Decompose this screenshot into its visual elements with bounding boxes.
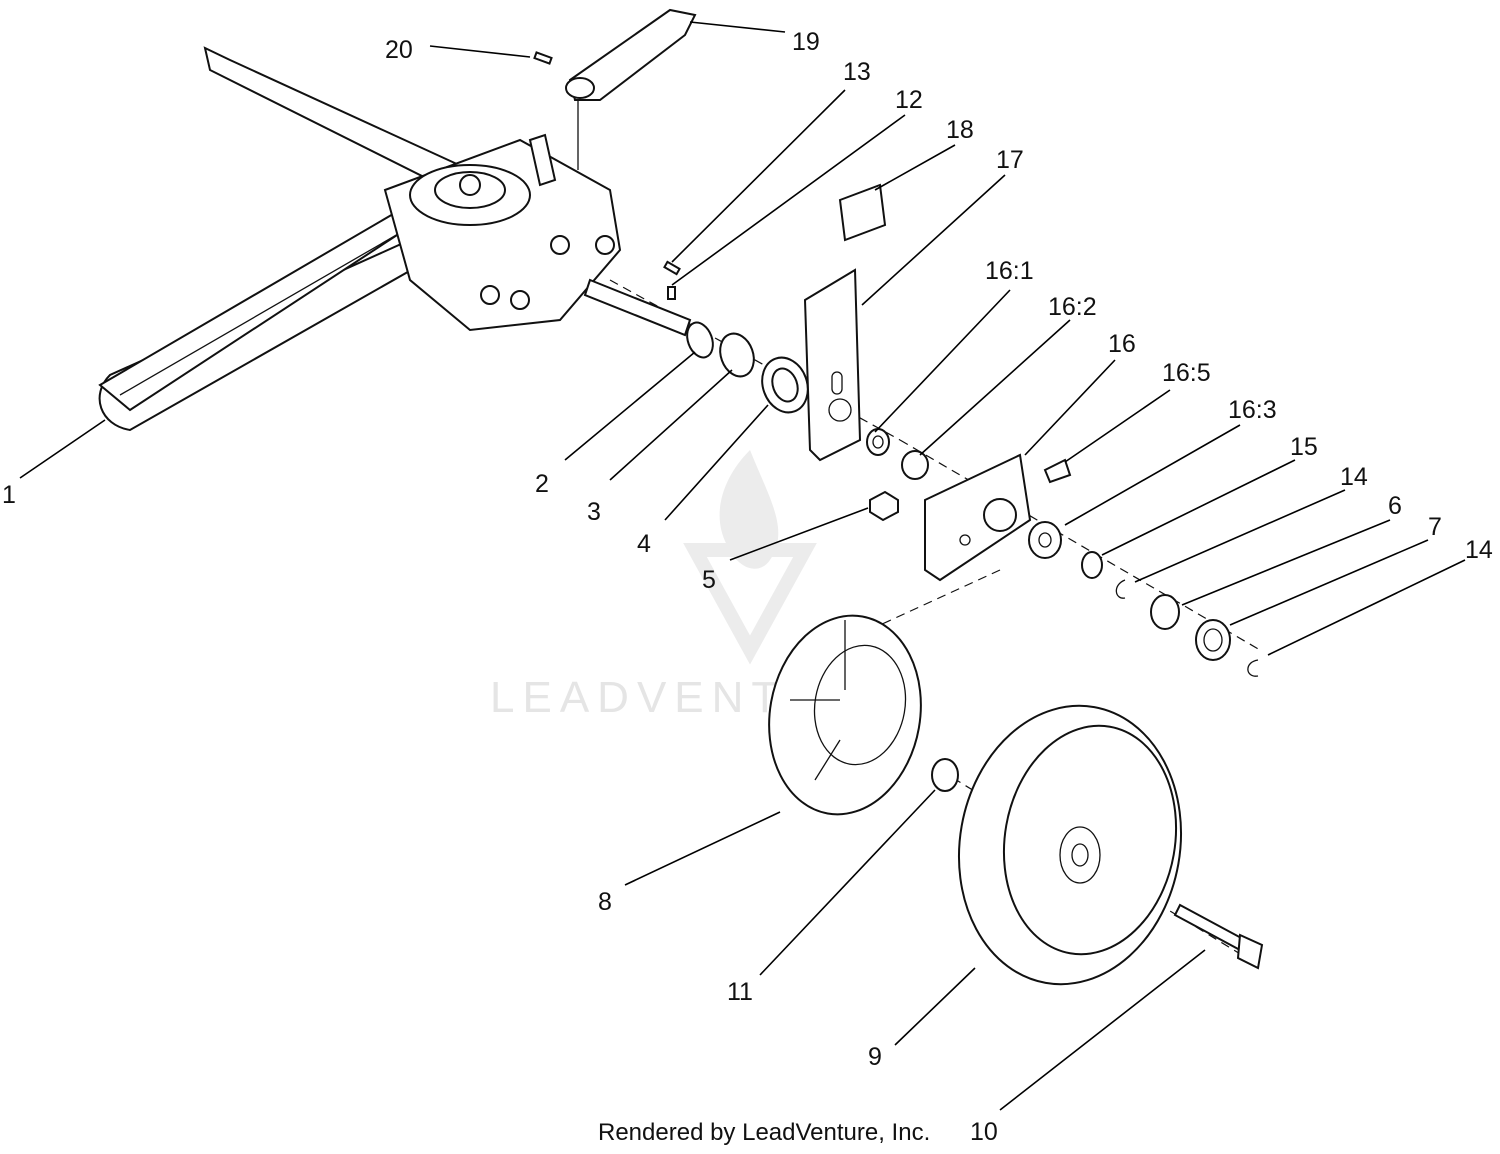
- callout-10: 10: [970, 1118, 998, 1146]
- callout-8: 8: [598, 888, 612, 916]
- callout-18: 18: [946, 116, 974, 144]
- callout-13: 13: [843, 58, 871, 86]
- part-15-washer: [1081, 551, 1103, 579]
- part-4-bushing: [761, 356, 809, 414]
- part-9-wheel: [957, 704, 1183, 986]
- part-16-2-spacer: [901, 450, 929, 480]
- part-14-clip-lower: [1247, 659, 1259, 677]
- part-16-5-fitting: [1043, 458, 1072, 484]
- watermark-v-logo-icon: [683, 543, 817, 665]
- callout-15: 15: [1290, 433, 1318, 461]
- part-18-pad: [838, 183, 887, 242]
- part-16-1-bearing: [866, 428, 890, 456]
- part-12-spring: [667, 286, 676, 300]
- callout-14-upper: 14: [1340, 463, 1368, 491]
- part-19-lever: [565, 8, 697, 101]
- callout-6: 6: [1388, 492, 1402, 520]
- callout-16-2: 16:2: [1048, 293, 1097, 321]
- part-1-drive-handle: [98, 46, 472, 432]
- part-17-slot: [831, 371, 843, 395]
- callout-14-lower: 14: [1465, 536, 1493, 564]
- callout-5: 5: [702, 566, 716, 594]
- callout-2: 2: [535, 470, 549, 498]
- part-8-hub-cover: [768, 614, 922, 816]
- callout-19: 19: [792, 28, 820, 56]
- part-13-key: [663, 260, 681, 276]
- part-6-washer: [1150, 594, 1180, 630]
- callout-11: 11: [727, 978, 753, 1006]
- part-transmission-housing: [383, 133, 622, 332]
- part-20-pin: [533, 51, 553, 65]
- callout-16-1: 16:1: [985, 257, 1034, 285]
- leader-lines: [19, 21, 1466, 1111]
- callout-7: 7: [1428, 513, 1442, 541]
- part-17-hole: [828, 398, 852, 422]
- part-10-bolt: [1173, 903, 1264, 970]
- part-16-3-bearing: [1028, 521, 1062, 559]
- part-7-gear: [1195, 619, 1231, 661]
- callout-labels: 20 19 13 12 18 17 16:1 16:2 16 16:5 16:3…: [2, 28, 1493, 1146]
- callout-12: 12: [895, 86, 923, 114]
- part-axle-shaft: [583, 278, 692, 337]
- callout-16-3: 16:3: [1228, 396, 1277, 424]
- credit-text: Rendered by LeadVenture, Inc.: [598, 1119, 930, 1146]
- watermark-flame-icon: [719, 450, 779, 569]
- part-14-clip-upper: [1115, 579, 1126, 599]
- callout-1: 1: [2, 481, 16, 509]
- part-5-nut: [869, 490, 899, 522]
- callout-4: 4: [637, 530, 651, 558]
- callout-16: 16: [1108, 330, 1136, 358]
- callout-3: 3: [587, 498, 601, 526]
- part-16-bracket: [924, 453, 1032, 582]
- part-3-washer: [719, 332, 755, 378]
- callout-16-5: 16:5: [1162, 359, 1211, 387]
- callout-9: 9: [868, 1043, 882, 1071]
- part-17-plate: [803, 268, 862, 462]
- callout-20: 20: [385, 36, 413, 64]
- part-2-retaining-ring: [686, 321, 714, 359]
- callout-17: 17: [996, 146, 1024, 174]
- part-11-bushing: [931, 758, 959, 792]
